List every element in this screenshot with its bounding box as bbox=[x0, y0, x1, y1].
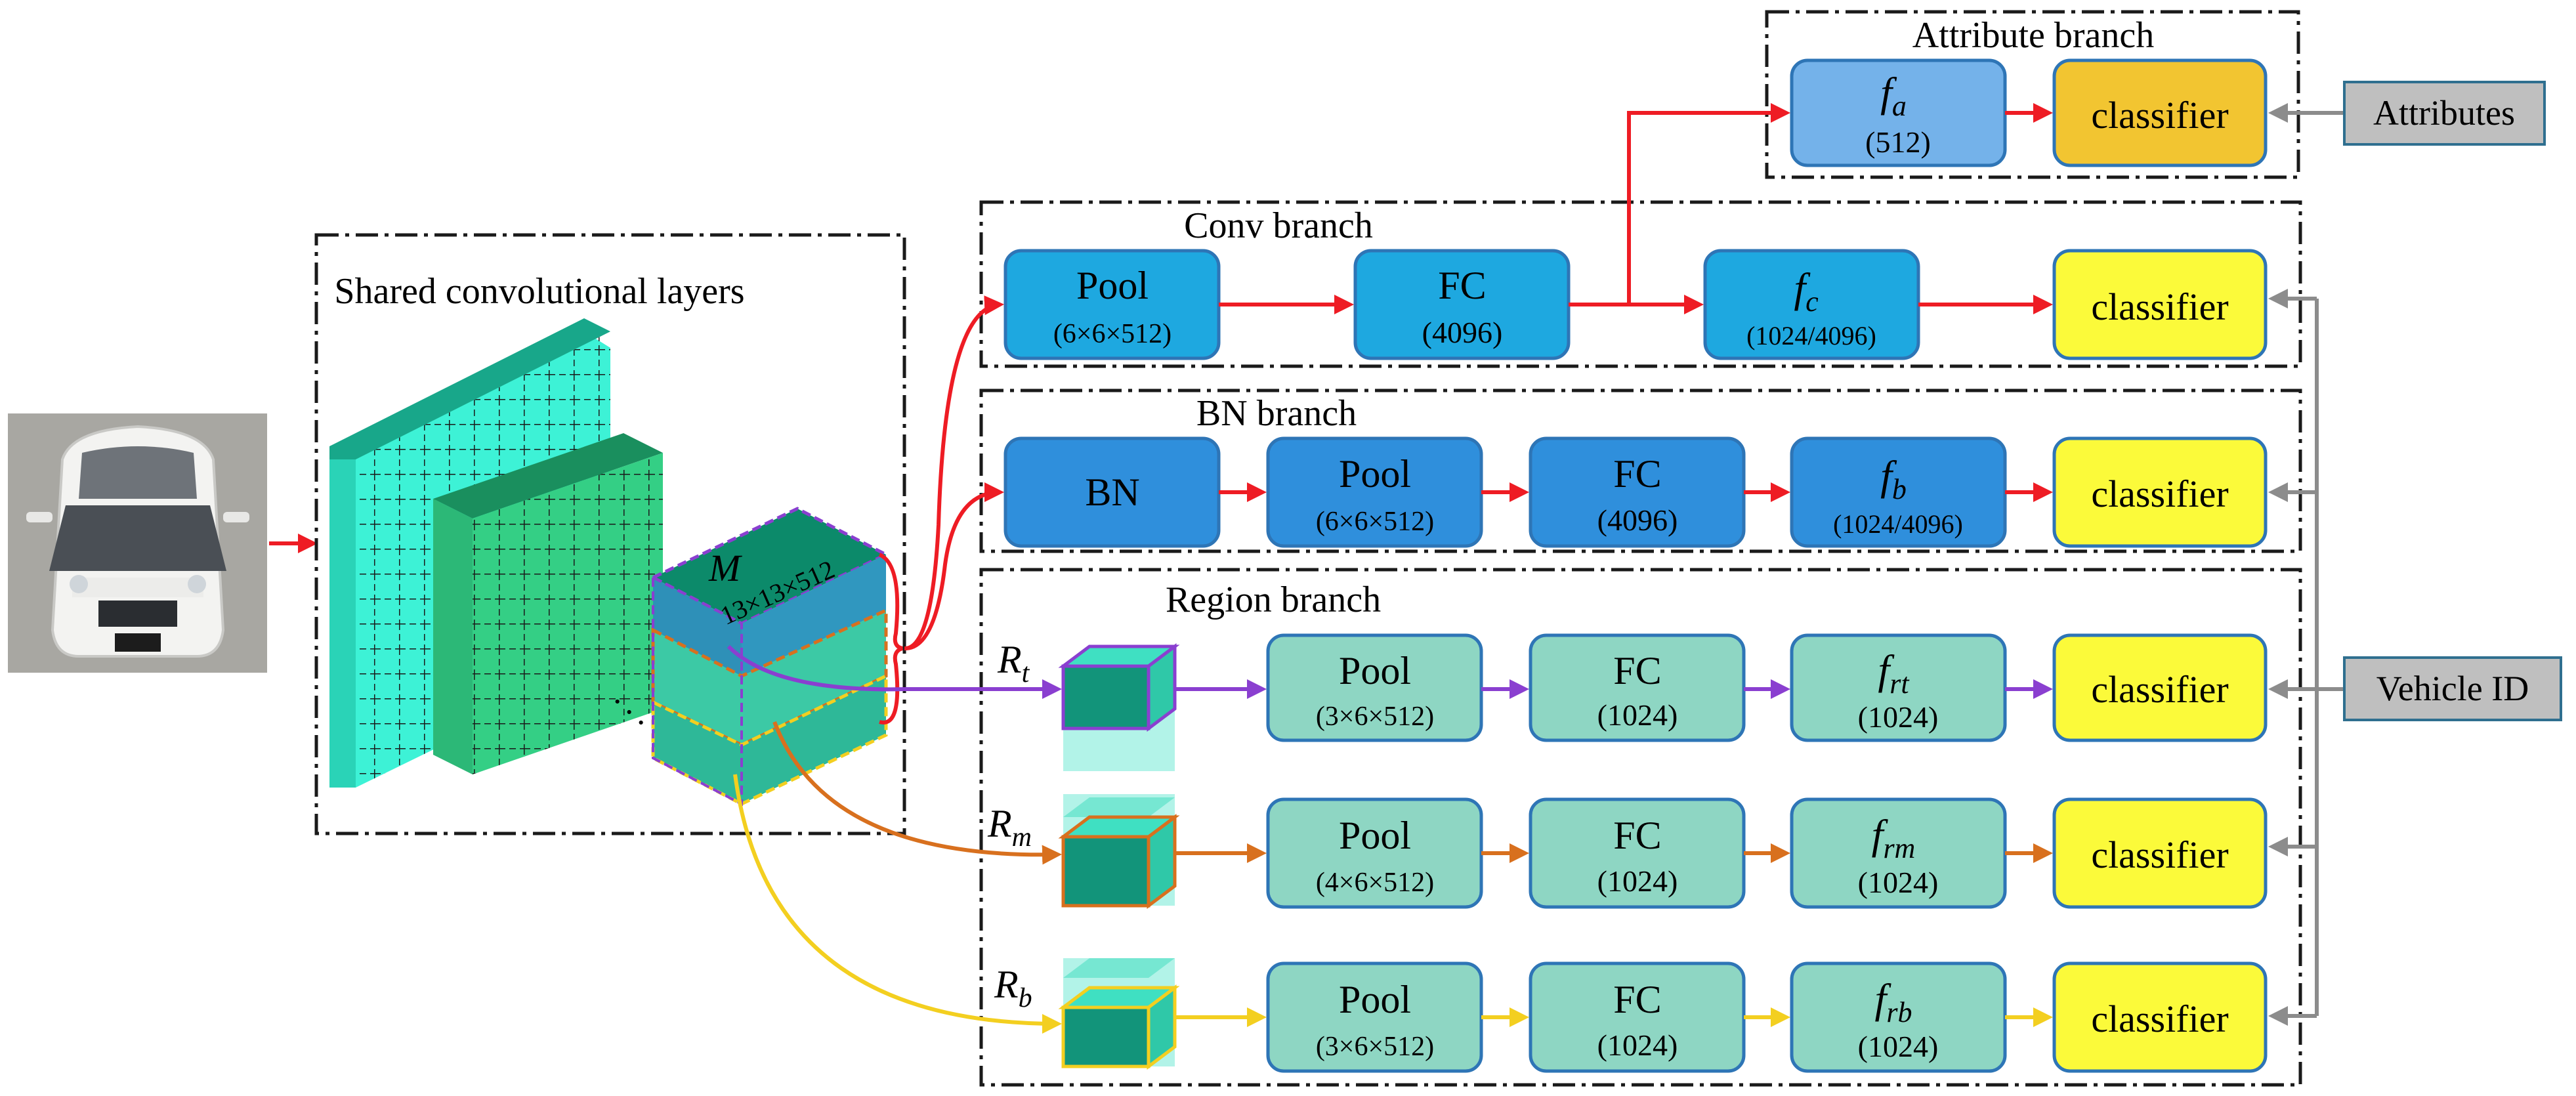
region-branch-title: Region branch bbox=[1166, 580, 1381, 620]
svg-text:classifier: classifier bbox=[2091, 473, 2228, 515]
rt-feature-box: frt (1024) bbox=[1790, 633, 2007, 742]
svg-text:(1024/4096): (1024/4096) bbox=[1833, 509, 1963, 539]
attr-classifier-box: classifier bbox=[2052, 58, 2268, 167]
vehicle-id-connectors bbox=[2268, 289, 2343, 1026]
svg-text:(6×6×512): (6×6×512) bbox=[1316, 507, 1434, 537]
svg-text:classifier: classifier bbox=[2091, 285, 2228, 328]
shared-conv-layers: Shared convolutional layers · · · bbox=[314, 233, 906, 835]
svg-text:FC: FC bbox=[1613, 452, 1661, 495]
svg-text:Attributes: Attributes bbox=[2373, 93, 2515, 133]
feature-block-2 bbox=[433, 433, 663, 774]
rt-pool-box: Pool (3×6×512) bbox=[1266, 633, 1483, 742]
svg-text:(1024): (1024) bbox=[1597, 864, 1678, 898]
svg-text:(1024): (1024) bbox=[1858, 1030, 1939, 1063]
region-label-middle: Rm bbox=[987, 802, 1032, 853]
shared-conv-title: Shared convolutional layers bbox=[334, 271, 744, 312]
region-branch-box bbox=[979, 568, 2302, 1087]
svg-text:Pool: Pool bbox=[1076, 264, 1149, 307]
m-bracket bbox=[878, 553, 903, 725]
ellipsis: · bbox=[623, 694, 635, 731]
bn-fc-box: FC (4096) bbox=[1529, 436, 1746, 548]
svg-text:fa: fa bbox=[1880, 69, 1907, 122]
svg-text:FC: FC bbox=[1438, 264, 1486, 307]
svg-text:frb: frb bbox=[1875, 975, 1912, 1028]
svg-text:·: · bbox=[612, 683, 623, 721]
svg-text:Pool: Pool bbox=[1339, 452, 1411, 495]
region-cube-middle bbox=[1058, 794, 1180, 909]
svg-text:Pool: Pool bbox=[1339, 649, 1411, 692]
bn-classifier-box: classifier bbox=[2052, 436, 2268, 548]
svg-text:FC: FC bbox=[1613, 814, 1661, 857]
svg-text:(1024): (1024) bbox=[1858, 866, 1939, 899]
svg-text:Vehicle ID: Vehicle ID bbox=[2376, 669, 2529, 708]
bn-feature-box: fb (1024/4096) bbox=[1790, 436, 2007, 548]
svg-text:(1024): (1024) bbox=[1597, 698, 1678, 732]
svg-text:(6×6×512): (6×6×512) bbox=[1053, 319, 1172, 349]
attr-feature-box: fa (512) bbox=[1790, 58, 2007, 167]
m-to-rm-arrow bbox=[772, 721, 1062, 865]
svg-text:classifier: classifier bbox=[2091, 998, 2228, 1040]
svg-text:classifier: classifier bbox=[2091, 94, 2228, 137]
region-cube-bottom bbox=[1058, 958, 1180, 1070]
svg-text:Pool: Pool bbox=[1339, 814, 1411, 857]
attribute-branch-box bbox=[1765, 10, 2300, 179]
svg-text:(4096): (4096) bbox=[1597, 503, 1678, 537]
conv-classifier-box: classifier bbox=[2052, 249, 2268, 360]
car-image bbox=[8, 413, 267, 673]
region-label-top: Rt bbox=[997, 638, 1030, 688]
m-to-rb-arrow bbox=[733, 774, 1062, 1034]
svg-text:(512): (512) bbox=[1865, 125, 1931, 159]
attribute-branch-title: Attribute branch bbox=[1912, 15, 2155, 56]
conv-pool-box: Pool (6×6×512) bbox=[1003, 249, 1221, 360]
bn-pool-box: Pool (6×6×512) bbox=[1266, 436, 1483, 548]
m-to-bn-arrow bbox=[904, 482, 1004, 651]
attr-branch-arrow bbox=[1627, 103, 1790, 305]
m-to-rt-arrow bbox=[727, 644, 1062, 699]
svg-text:·: · bbox=[635, 704, 646, 742]
conv-branch-title: Conv branch bbox=[1184, 205, 1373, 246]
svg-text:(1024): (1024) bbox=[1858, 700, 1939, 734]
vehicle-id-label: Vehicle ID bbox=[2343, 656, 2562, 721]
m-to-conv-arrow bbox=[904, 295, 1004, 651]
rm-fc-box: FC (1024) bbox=[1529, 797, 1746, 909]
svg-text:(4096): (4096) bbox=[1422, 316, 1503, 349]
svg-text:FC: FC bbox=[1613, 978, 1661, 1021]
conv-feature-box: fc (1024/4096) bbox=[1703, 249, 1920, 360]
rt-classifier-box: classifier bbox=[2052, 633, 2268, 742]
bn-branch-title: BN branch bbox=[1196, 393, 1357, 434]
svg-text:(3×6×512): (3×6×512) bbox=[1316, 702, 1434, 732]
rb-fc-box: FC (1024) bbox=[1529, 961, 1746, 1073]
attributes-input-label: Attributes bbox=[2343, 81, 2546, 146]
rb-pool-box: Pool (3×6×512) bbox=[1266, 961, 1483, 1073]
svg-text:(1024/4096): (1024/4096) bbox=[1746, 321, 1876, 350]
rm-classifier-box: classifier bbox=[2052, 797, 2268, 909]
region-cube-top bbox=[1058, 643, 1180, 771]
svg-text:FC: FC bbox=[1613, 649, 1661, 692]
svg-text:Pool: Pool bbox=[1339, 978, 1411, 1021]
svg-text:classifier: classifier bbox=[2091, 668, 2228, 711]
rt-fc-box: FC (1024) bbox=[1529, 633, 1746, 742]
conv-branch-box bbox=[979, 200, 2302, 368]
rm-feature-box: frm (1024) bbox=[1790, 797, 2007, 909]
svg-text:(1024): (1024) bbox=[1597, 1028, 1678, 1062]
feature-map-m: M 13×13×512 bbox=[649, 507, 890, 807]
rb-classifier-box: classifier bbox=[2052, 961, 2268, 1073]
rb-feature-box: frb (1024) bbox=[1790, 961, 2007, 1073]
svg-text:BN: BN bbox=[1085, 471, 1139, 514]
m-label: M bbox=[708, 547, 742, 589]
svg-text:(3×6×512): (3×6×512) bbox=[1316, 1032, 1434, 1062]
bn-branch-box bbox=[979, 389, 2302, 553]
svg-text:(4×6×512): (4×6×512) bbox=[1316, 868, 1434, 898]
region-label-bottom: Rb bbox=[994, 963, 1032, 1013]
rm-pool-box: Pool (4×6×512) bbox=[1266, 797, 1483, 909]
conv-fc-box: FC (4096) bbox=[1353, 249, 1571, 360]
svg-text:classifier: classifier bbox=[2091, 833, 2228, 876]
bn-box: BN bbox=[1003, 436, 1221, 548]
